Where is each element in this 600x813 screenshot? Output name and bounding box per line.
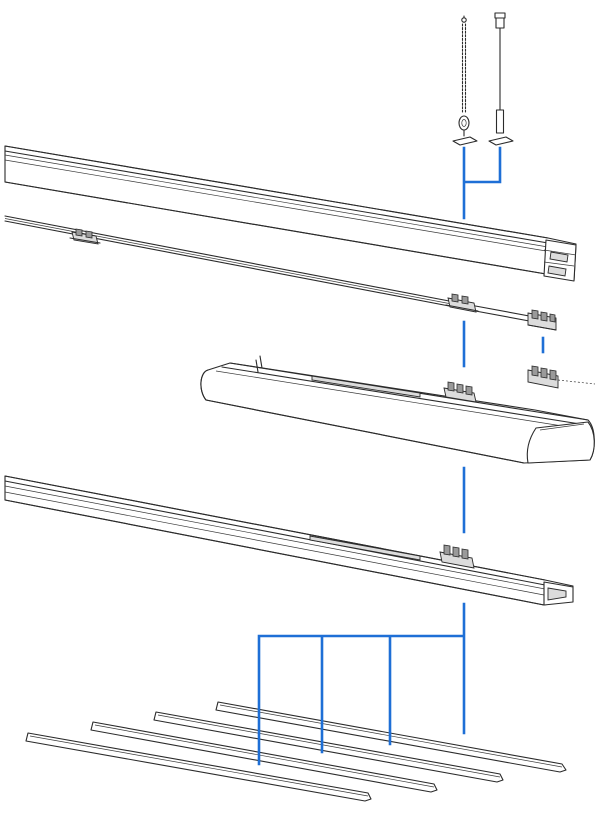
wiring-harness xyxy=(4,215,557,331)
luminaire-diffuser xyxy=(200,355,595,464)
suspension-wire xyxy=(488,12,514,146)
assembly-connector-lines xyxy=(257,146,545,766)
optic-strip-3 xyxy=(90,721,438,793)
optic-strip-2 xyxy=(153,711,504,783)
connector-suspension-to-rail xyxy=(462,146,502,220)
mounting-rail xyxy=(4,145,577,282)
luminaire-housing xyxy=(4,475,574,606)
optic-strip-4 xyxy=(25,732,372,802)
end-connector xyxy=(527,365,596,389)
connector-housing-to-optics xyxy=(257,602,466,766)
suspension-chain xyxy=(452,15,478,146)
